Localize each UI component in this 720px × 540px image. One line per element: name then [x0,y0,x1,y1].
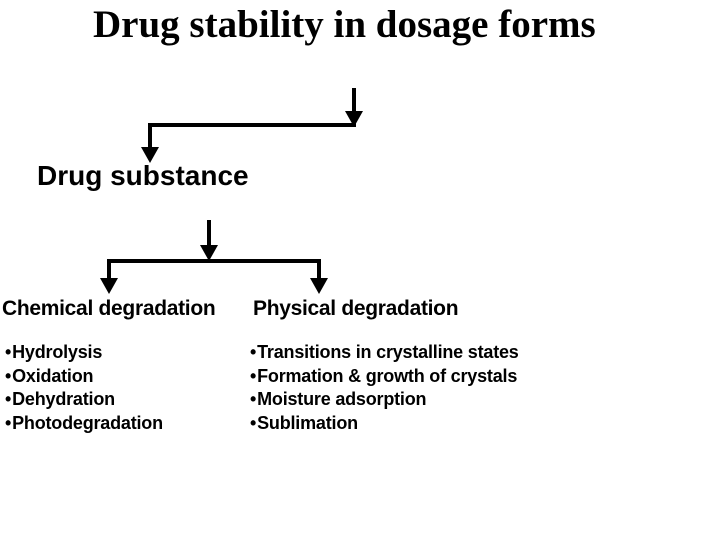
elbow-line [148,123,356,149]
list-item-label: Formation & growth of crystals [257,365,518,386]
list-item: •Moisture adsorption [250,388,519,412]
bullet-icon: • [250,412,257,433]
page-title: Drug stability in dosage forms [93,3,596,46]
bullet-icon: • [5,365,12,386]
bullet-icon: • [5,412,12,433]
list-item: •Formation & growth of crystals [250,365,519,389]
list-item: •Photodegradation [5,412,163,436]
list-item: •Dehydration [5,388,163,412]
list-item-label: Hydrolysis [12,342,103,362]
arrow-down-icon [100,278,118,294]
list-item: •Oxidation [5,365,163,389]
node-drug-substance: Drug substance [37,160,249,191]
list-item-label: Sublimation [257,412,358,433]
arrow-down-icon [310,278,328,294]
list-item: •Hydrolysis [5,341,163,365]
list-item: •Sublimation [250,412,519,436]
chemical-degradation-list: •Hydrolysis •Oxidation •Dehydration •Pho… [5,341,163,435]
arrow-down-icon [200,245,218,261]
list-item: •Transitions in crystalline states [250,341,519,365]
connector-substance-to-branches [100,220,328,294]
list-item-label: Moisture adsorption [257,389,427,409]
list-item-label: Transitions in crystalline states [257,342,519,362]
bullet-icon: • [5,342,12,362]
bullet-icon: • [250,342,257,362]
bullet-icon: • [250,365,257,386]
list-item-label: Photodegradation [12,412,163,433]
list-item-label: Dehydration [12,389,115,409]
bullet-icon: • [250,389,257,409]
physical-degradation-list: •Transitions in crystalline states •Form… [250,341,519,435]
arrow-down-icon [345,111,363,127]
list-item-label: Oxidation [12,365,94,386]
bullet-icon: • [5,389,12,409]
connector-title-to-drug-substance [141,88,363,163]
heading-chemical-degradation: Chemical degradation [2,297,216,320]
heading-physical-degradation: Physical degradation [253,297,459,320]
